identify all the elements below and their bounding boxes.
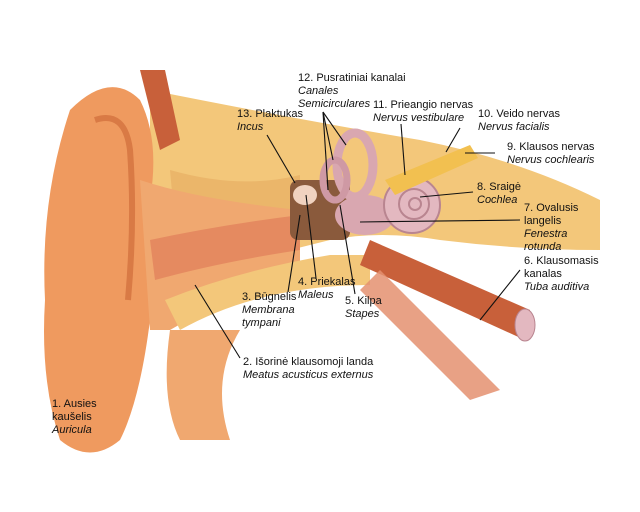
auricle-inner-fold	[94, 115, 136, 301]
ossicles	[293, 185, 317, 205]
leader-lines	[194, 111, 521, 359]
cochlea-spiral-core	[408, 197, 422, 211]
canal-lower-bone	[165, 255, 370, 330]
auricle	[44, 87, 155, 453]
semicircular-canal-2	[319, 156, 351, 204]
eustachian-tube	[360, 240, 530, 340]
cochlea-spiral	[398, 188, 430, 220]
muscle-upper	[140, 70, 180, 150]
tube-muscle	[360, 270, 500, 400]
tube-opening	[514, 308, 536, 342]
ear-canal	[150, 215, 300, 280]
nerve-bundle	[385, 145, 478, 195]
vestibule	[335, 195, 395, 235]
